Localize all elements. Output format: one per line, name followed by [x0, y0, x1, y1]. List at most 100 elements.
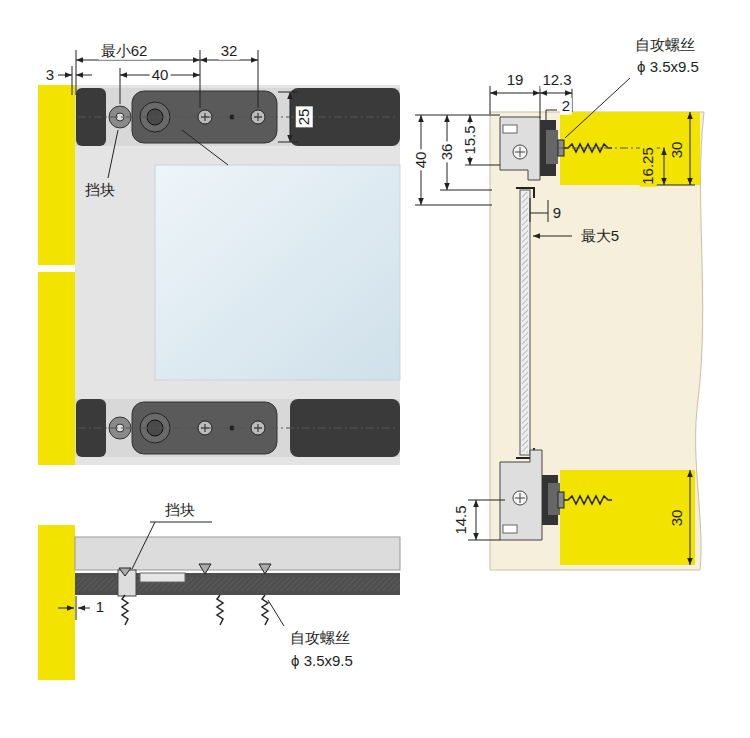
drawing-line	[76, 75, 92, 76]
drawing-line	[490, 93, 540, 94]
drawing-shape	[262, 595, 268, 625]
drawing-shape	[500, 117, 540, 180]
drawing-line	[546, 110, 557, 111]
drawing-shape	[515, 493, 525, 503]
drawing-shape	[58, 522, 284, 626]
part-label: 自攻螺丝	[633, 37, 697, 54]
drawing-line	[76, 596, 77, 620]
drawing-shape	[199, 564, 211, 574]
drawing-shape	[119, 564, 271, 576]
dimension-label: 12.3	[540, 72, 573, 89]
dimension-label: 19	[505, 72, 526, 89]
drawing-shape	[119, 568, 131, 576]
dimension-label: 30	[669, 140, 686, 161]
section-view	[415, 78, 704, 570]
drawing-shape	[259, 564, 271, 574]
drawing-shape	[546, 130, 558, 164]
drawing-shape	[75, 399, 400, 457]
drawing-line	[278, 142, 298, 143]
drawing-line	[533, 236, 572, 237]
drawing-line	[78, 117, 398, 118]
drawing-line	[690, 470, 691, 565]
drawing-line	[468, 540, 500, 541]
drawing-line	[268, 600, 284, 626]
drawing-line	[690, 112, 691, 185]
drawing-line	[132, 522, 155, 569]
dimension-label: 36	[439, 142, 456, 163]
drawing-line	[476, 500, 477, 540]
part-label: 挡块	[163, 502, 197, 519]
drawing-shape	[513, 145, 527, 159]
drawing-shape	[38, 525, 75, 680]
drawing-line	[182, 130, 228, 165]
spec-label: ϕ 3.5x9.5	[289, 653, 355, 670]
dimension-label: 14.5	[453, 503, 470, 536]
drawing-shape	[500, 450, 542, 540]
drawing-shape	[155, 165, 400, 380]
drawing-line	[548, 200, 549, 222]
top-view	[38, 522, 400, 680]
drawing-line	[530, 198, 531, 222]
part-label: 挡块	[83, 182, 117, 199]
drawing-shape	[122, 595, 128, 625]
drawing-shape	[415, 78, 695, 565]
drawing-shape	[122, 595, 268, 625]
drawing-shape	[58, 50, 298, 142]
dimension-label: 最小62	[99, 43, 150, 60]
drawing-line	[546, 110, 547, 120]
dimension-label: 40	[150, 67, 171, 84]
drawing-line	[290, 92, 291, 142]
dimension-label: 9	[551, 205, 563, 222]
drawing-shape	[558, 492, 564, 508]
drawing-shape	[520, 190, 530, 455]
drawing-line	[200, 50, 201, 108]
drawing-line	[76, 50, 77, 95]
drawing-shape	[75, 537, 400, 570]
drawing-line	[58, 75, 72, 76]
drawing-line	[120, 68, 121, 104]
dimension-label: 15.5	[462, 123, 479, 156]
dimension-label: 最大5	[579, 228, 621, 245]
drawing-shape	[560, 470, 695, 565]
drawing-line	[540, 93, 572, 94]
drawing-line	[565, 78, 630, 138]
drawing-line	[530, 213, 548, 214]
front-view	[38, 50, 400, 465]
drawing-shape	[515, 147, 525, 157]
drawing-line	[78, 608, 90, 609]
drawing-line	[258, 50, 259, 108]
drawing-line	[440, 190, 492, 191]
drawing-shape	[38, 272, 75, 465]
drawing-shape	[140, 573, 185, 582]
drawing-line	[72, 66, 73, 95]
dimension-label: 32	[219, 43, 240, 60]
drawing-shape	[75, 85, 400, 465]
drawing-line	[415, 115, 500, 116]
drawing-line	[540, 86, 541, 118]
dimension-label: 3	[44, 67, 56, 84]
drawing-shape	[503, 525, 517, 533]
dimension-label: 2	[560, 98, 572, 115]
drawing-shape	[75, 88, 400, 146]
drawing-line	[655, 185, 695, 186]
drawing-line	[58, 608, 74, 609]
drawing-shape	[503, 125, 517, 133]
drawing-line	[200, 60, 258, 61]
dimension-label: 40	[413, 150, 430, 171]
drawing-shape	[513, 491, 527, 505]
drawing-line	[76, 60, 200, 61]
part-label: 自攻螺丝	[288, 630, 352, 647]
dimension-label: 1	[94, 599, 106, 616]
drawing-shape	[562, 496, 612, 504]
dimension-label: 16.25	[640, 145, 657, 187]
drawing-shape	[217, 595, 223, 625]
drawing-shape	[38, 85, 75, 265]
dimension-label: 25	[296, 107, 313, 128]
drawing-line	[490, 86, 491, 114]
drawing-line	[415, 205, 492, 206]
drawing-line	[278, 92, 298, 93]
drawing-line	[150, 522, 212, 523]
drawing-shape	[516, 188, 534, 198]
